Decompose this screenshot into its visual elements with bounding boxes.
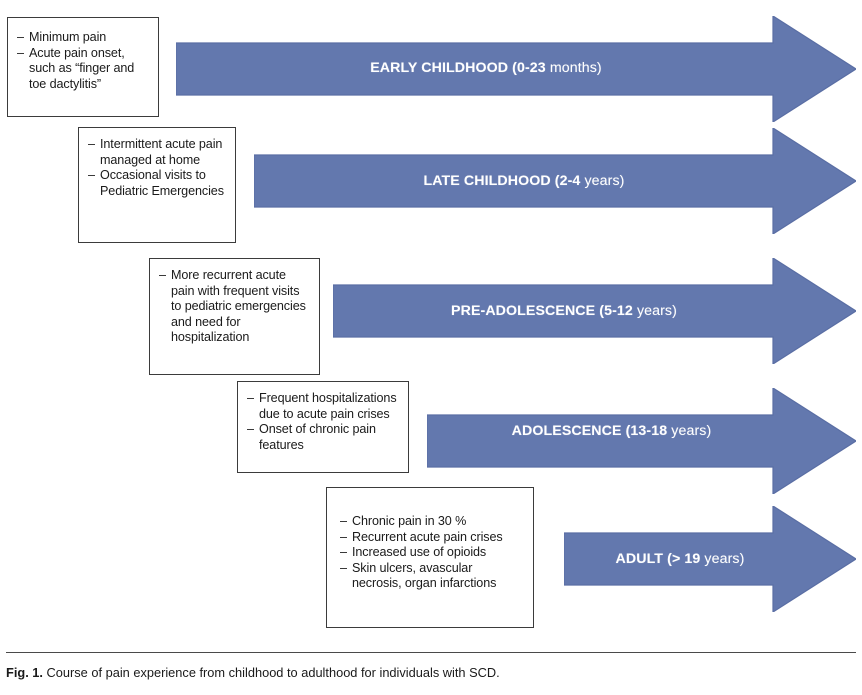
note-item: Acute pain onset, such as “finger and to… [17, 46, 150, 93]
stage-period-adolescence: ADOLESCENCE [511, 423, 622, 439]
note-list-pre-adolescence: More recurrent acute pain with frequent … [159, 268, 311, 346]
stage-unit-adult: years) [704, 551, 745, 567]
note-box-early-childhood: Minimum pain Acute pain onset, such as “… [7, 17, 159, 117]
stage-period-late-childhood: LATE CHILDHOOD [423, 173, 551, 189]
note-box-adult: Chronic pain in 30 % Recurrent acute pai… [326, 487, 534, 628]
stage-unit-adolescence: years) [671, 423, 712, 439]
caption-divider [6, 652, 856, 654]
arrow-label-late-childhood: LATE CHILDHOOD (2-4 years) [254, 173, 794, 189]
note-item: Skin ulcers, avascular necrosis, organ i… [340, 561, 525, 592]
arrow-label-adolescence: ADOLESCENCE (13-18 years) [427, 423, 796, 439]
note-box-adolescence: Frequent hospitalizations due to acute p… [237, 381, 409, 473]
stage-agespan-adolescence: (13-18 [625, 423, 668, 439]
figure-canvas: EARLY CHILDHOOD (0-23 months) Minimum pa… [0, 0, 862, 645]
arrow-shape-icon [564, 506, 856, 612]
arrow-early-childhood [176, 16, 856, 122]
note-item: Minimum pain [17, 30, 150, 46]
note-item: Onset of chronic pain features [247, 422, 400, 453]
arrow-shape-icon [427, 388, 856, 494]
figure-number: Fig. 1. [6, 665, 43, 680]
note-item: Chronic pain in 30 % [340, 514, 525, 530]
arrow-shape-icon [176, 16, 856, 122]
arrow-label-pre-adolescence: PRE-ADOLESCENCE (5-12 years) [333, 303, 795, 319]
stage-agespan-adult: (> 19 [667, 551, 701, 567]
stage-unit-late-childhood: years) [584, 173, 625, 189]
note-item: More recurrent acute pain with frequent … [159, 268, 311, 346]
note-box-late-childhood: Intermittent acute pain managed at home … [78, 127, 236, 243]
stage-period-adult: ADULT [615, 551, 664, 567]
arrow-shape-icon [333, 258, 856, 364]
note-item: Increased use of opioids [340, 545, 525, 561]
figure-caption-text: Course of pain experience from childhood… [46, 665, 500, 680]
arrow-late-childhood [254, 128, 856, 234]
arrow-label-early-childhood: EARLY CHILDHOOD (0-23 months) [176, 60, 796, 76]
note-item: Recurrent acute pain crises [340, 530, 525, 546]
stage-agespan-late-childhood: (2-4 [554, 173, 581, 189]
stage-period-early-childhood: EARLY CHILDHOOD [370, 60, 509, 76]
arrow-adolescence [427, 388, 856, 494]
arrow-adult [564, 506, 856, 612]
stage-period-pre-adolescence: PRE-ADOLESCENCE [451, 303, 596, 319]
stage-unit-early-childhood: months) [549, 60, 602, 76]
arrow-shape-icon [254, 128, 856, 234]
note-item: Intermittent acute pain managed at home [88, 137, 227, 168]
arrow-pre-adolescence [333, 258, 856, 364]
figure-caption: Fig. 1. Course of pain experience from c… [6, 664, 856, 681]
note-box-pre-adolescence: More recurrent acute pain with frequent … [149, 258, 320, 375]
note-list-early-childhood: Minimum pain Acute pain onset, such as “… [17, 30, 150, 92]
note-list-late-childhood: Intermittent acute pain managed at home … [88, 137, 227, 199]
stage-unit-pre-adolescence: years) [636, 303, 677, 319]
stage-agespan-early-childhood: (0-23 [512, 60, 546, 76]
note-item: Frequent hospitalizations due to acute p… [247, 391, 400, 422]
note-item: Occasional visits to Pediatric Emergenci… [88, 168, 227, 199]
note-list-adult: Chronic pain in 30 % Recurrent acute pai… [340, 514, 525, 592]
arrow-label-adult: ADULT (> 19 years) [564, 551, 796, 567]
stage-agespan-pre-adolescence: (5-12 [599, 303, 633, 319]
note-list-adolescence: Frequent hospitalizations due to acute p… [247, 391, 400, 453]
